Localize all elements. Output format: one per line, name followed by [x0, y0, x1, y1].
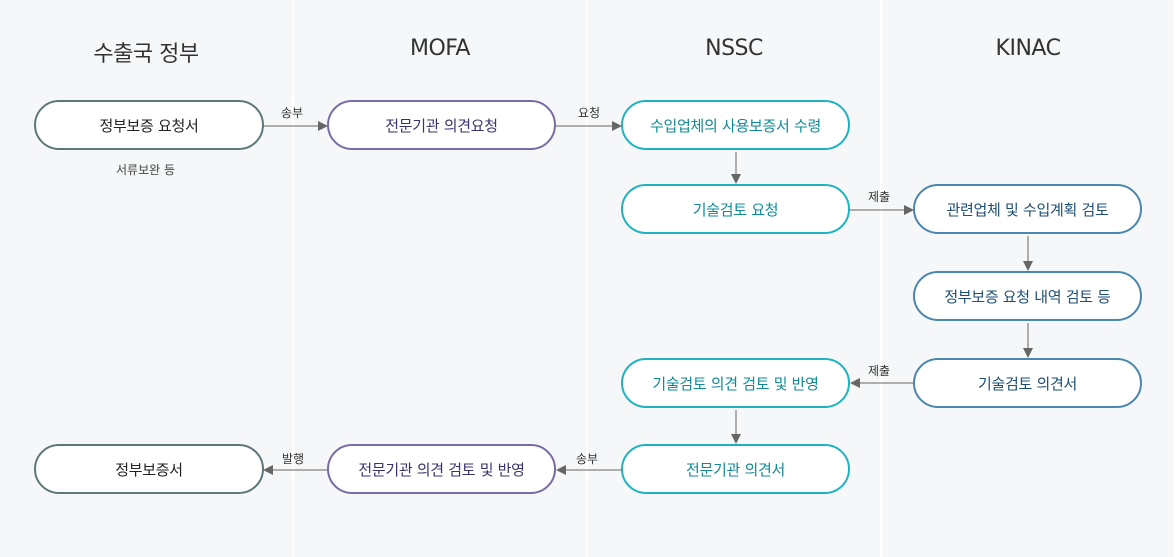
edge-label-submit: 제출 [868, 190, 891, 204]
node-government-guarantee-certificate: 정부보증서 [34, 444, 264, 494]
lane-title-kinac: KINAC [995, 36, 1061, 61]
node-review-expert-opinion: 전문기관 의견 검토 및 반영 [327, 444, 556, 494]
node-note-document-supplement: 서류보완 등 [116, 163, 176, 177]
edge-label-send: 송부 [281, 106, 304, 120]
node-review-companies-import-plan: 관련업체 및 수입계획 검토 [913, 184, 1142, 234]
node-technical-review-request: 기술검토 요청 [621, 184, 850, 234]
node-expert-opinion-request: 전문기관 의견요청 [327, 100, 556, 150]
node-review-guarantee-request-details: 정부보증 요청 내역 검토 등 [913, 271, 1142, 321]
lane-title-nssc: NSSC [705, 36, 763, 61]
lane-title-exporting-government: 수출국 정부 [93, 42, 199, 67]
node-review-technical-opinion: 기술검토 의견 검토 및 반영 [621, 358, 850, 408]
node-expert-agency-opinion: 전문기관 의견서 [621, 444, 850, 494]
node-usage-guarantee-receipt: 수입업체의 사용보증서 수령 [621, 100, 850, 150]
node-government-guarantee-request: 정부보증 요청서 [34, 100, 264, 150]
edge-label-issue: 발행 [282, 452, 305, 466]
edge-label-send-opinion: 송부 [576, 452, 599, 466]
edge-label-submit-opinion: 제출 [868, 364, 891, 378]
node-technical-review-opinion: 기술검토 의견서 [913, 358, 1142, 408]
edge-label-request: 요청 [578, 106, 601, 120]
lane-title-mofa: MOFA [410, 36, 470, 61]
